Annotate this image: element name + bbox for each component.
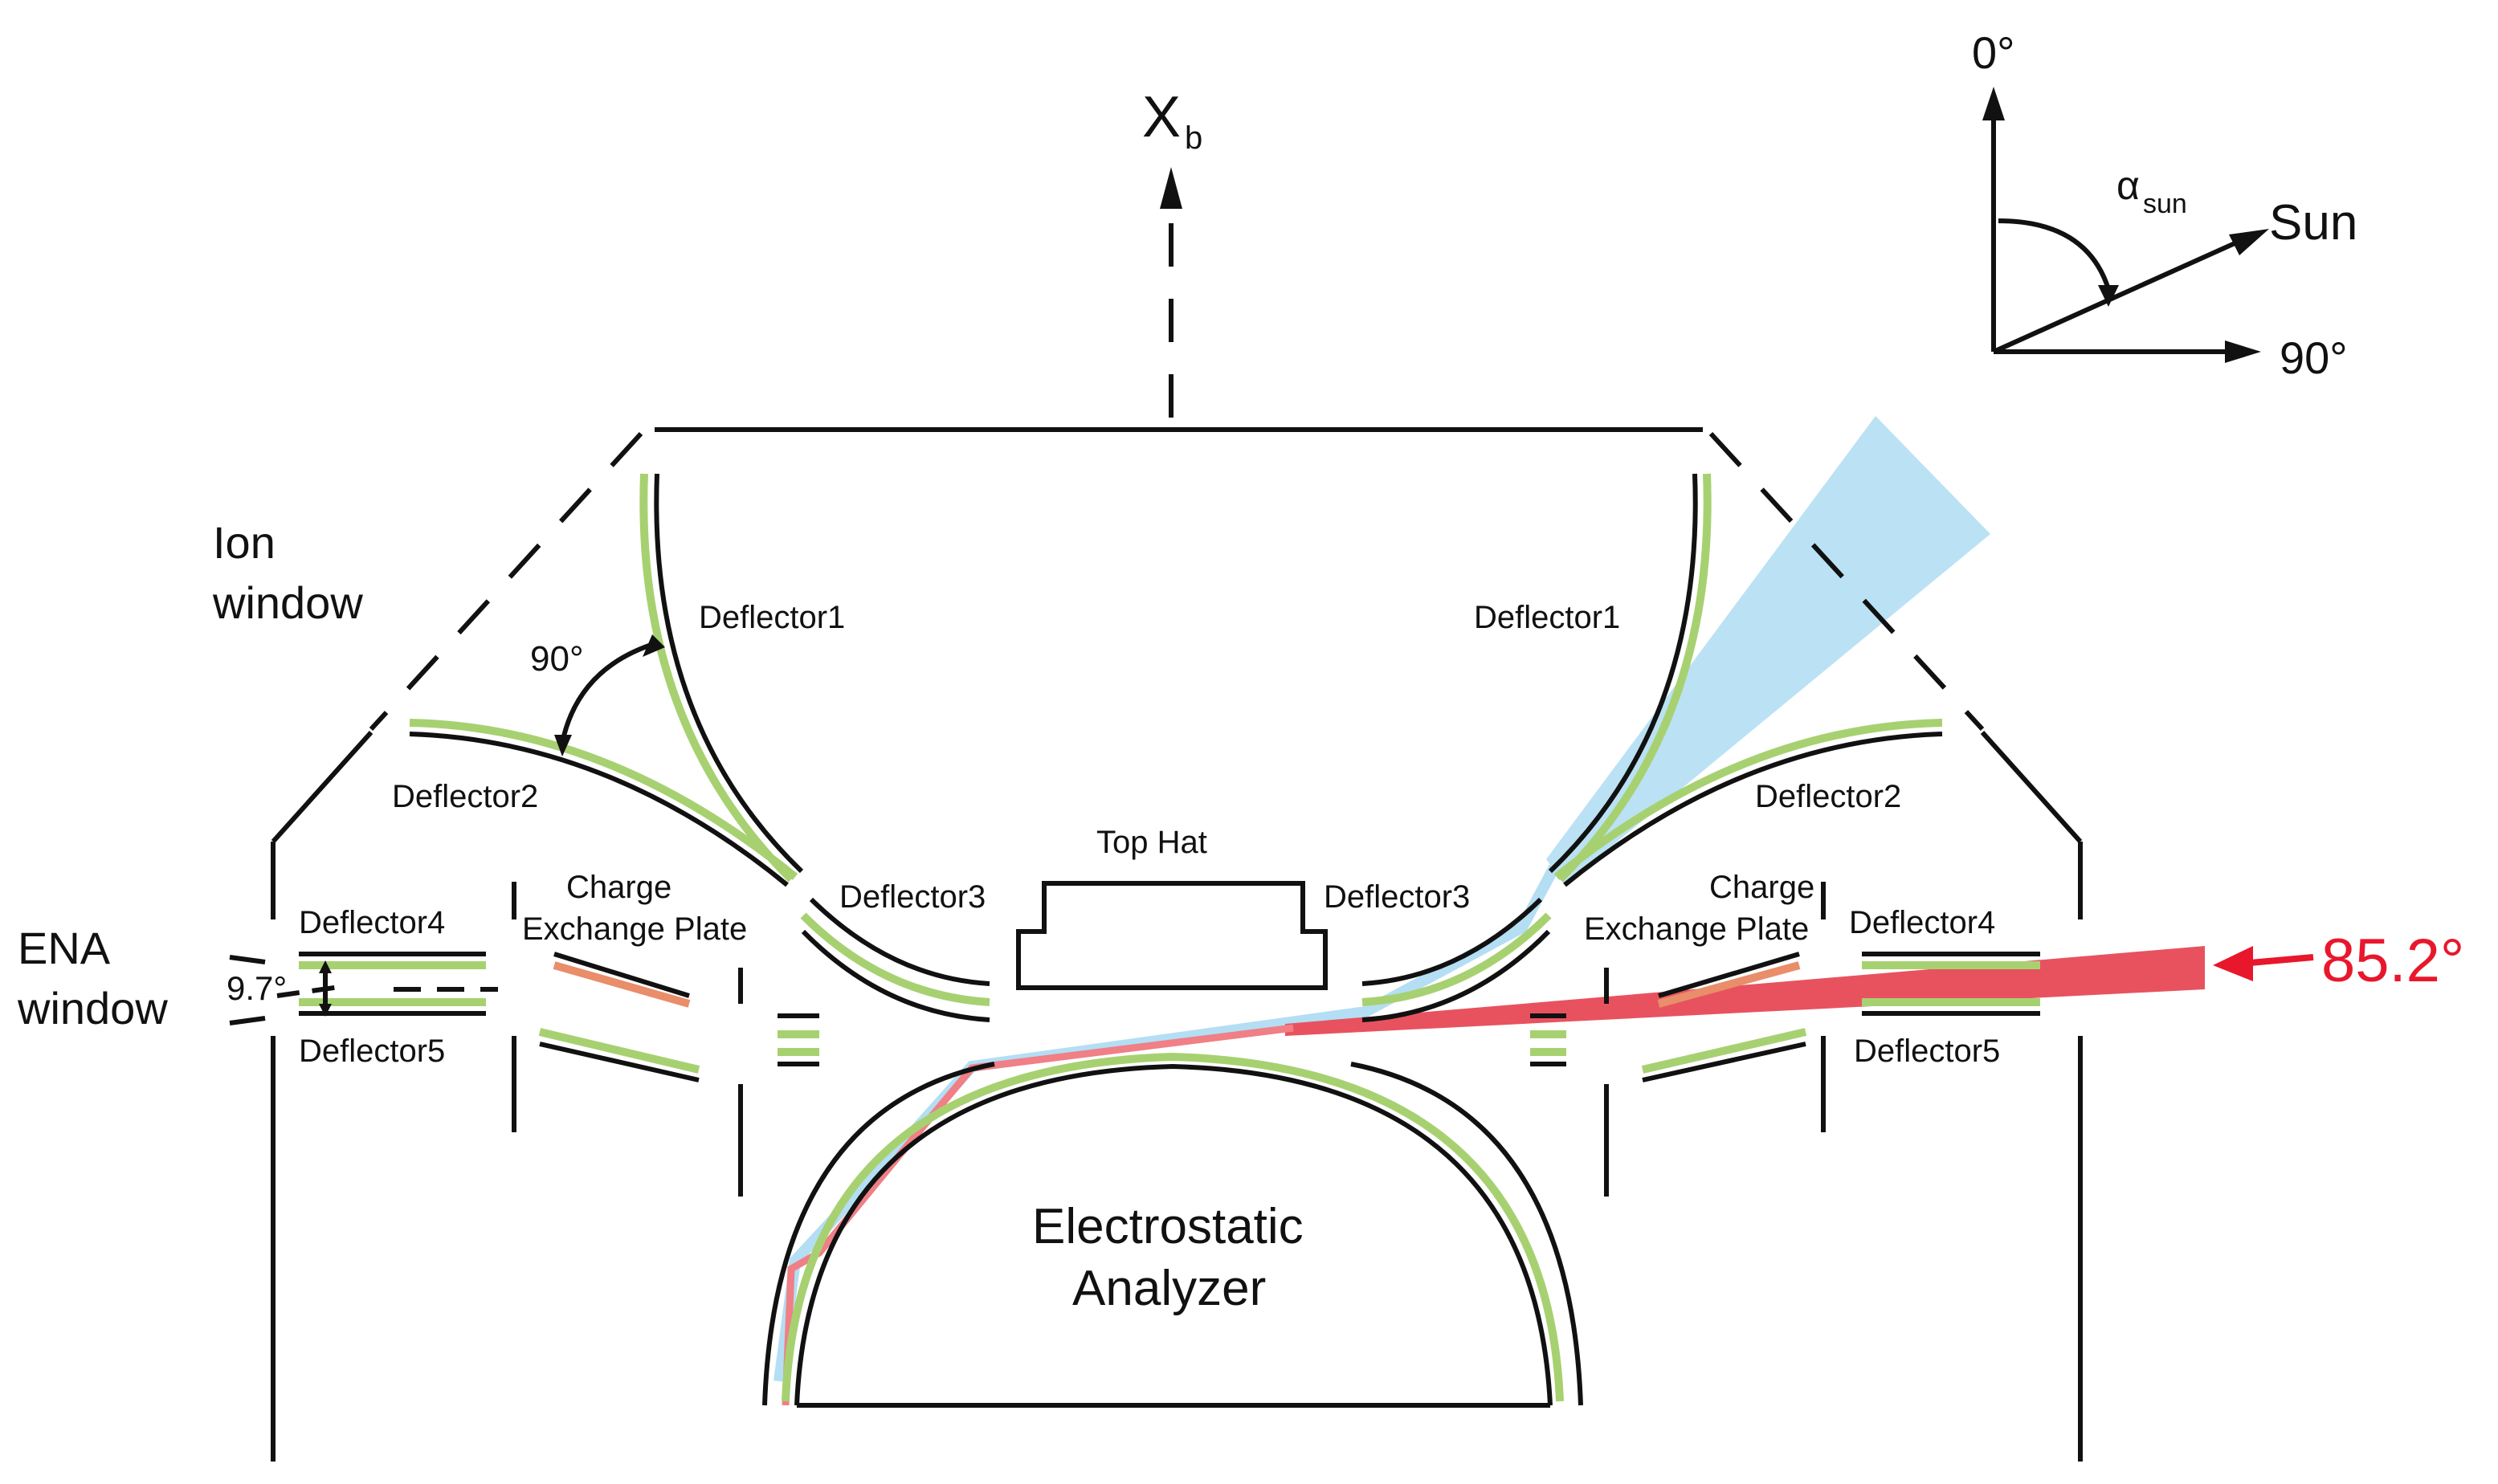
deflector3-right-label: Deflector3: [1324, 879, 1470, 915]
charge-plate-right-line1: Charge: [1709, 870, 1814, 905]
compass-zero-label: 0°: [1972, 27, 2015, 78]
charge-plate-left-line2: Exchange Plate: [522, 911, 747, 947]
ninety-angle-arc: [560, 640, 659, 744]
ion-beam-cone: [1546, 416, 1990, 885]
xb-arrowhead: [1160, 167, 1182, 209]
esa-label-line2: Analyzer: [1072, 1261, 1266, 1316]
deflector3-left-label: Deflector3: [839, 879, 986, 915]
left-inner-stack: [229, 882, 819, 1197]
compass-ninety-label: 90°: [2280, 332, 2348, 383]
deflector1-left-label: Deflector1: [699, 600, 845, 635]
ena-angle-arrow: [2213, 946, 2314, 981]
electrostatic-analyzer: [762, 1052, 1583, 1408]
top-hat: [1016, 881, 1328, 990]
compass-sun-label: Sun: [2269, 195, 2357, 251]
alpha-subscript: sun: [2143, 189, 2187, 219]
ena-window-label-line1: ENA: [18, 923, 111, 973]
ena-beam-path: [782, 1024, 1294, 1406]
zero-arrowhead: [1982, 87, 2005, 120]
outer-housing: [271, 427, 2083, 1462]
deflector2-left-label: Deflector2: [392, 779, 538, 814]
ena-angle-label: 85.2°: [2321, 927, 2464, 995]
top-hat-label: Top Hat: [1096, 825, 1207, 860]
right-inner-stack: [1530, 882, 2040, 1197]
charge-plate-right-line2: Exchange Plate: [1584, 911, 1809, 947]
ion-window-label-line2: window: [212, 577, 363, 628]
xb-axis: [1160, 167, 1182, 418]
deflector2-right-label: Deflector2: [1755, 779, 1901, 814]
deflector1-right-label: Deflector1: [1474, 600, 1620, 635]
ninety-degree-label: 90°: [530, 639, 584, 679]
nine-seven-label: 9.7°: [227, 969, 287, 1007]
deflector5-right-label: Deflector5: [1854, 1034, 2000, 1069]
ena-window-label-line2: window: [17, 983, 168, 1034]
ninety-arrowhead: [2225, 340, 2261, 363]
deflector4-right-label: Deflector4: [1849, 905, 1995, 940]
sun-arrowhead: [2229, 229, 2269, 255]
compass: [1982, 87, 2269, 363]
xb-subscript: b: [1185, 120, 1202, 156]
esa-label-line1: Electrostatic: [1032, 1199, 1304, 1254]
charge-plate-left-line1: Charge: [566, 870, 671, 905]
deflector5-left-label: Deflector5: [299, 1034, 445, 1069]
deflector4-left-label: Deflector4: [299, 905, 445, 940]
ion-window-label-line1: Ion: [213, 517, 276, 568]
xb-label: X: [1142, 85, 1181, 149]
alpha-label: α: [2116, 163, 2140, 208]
